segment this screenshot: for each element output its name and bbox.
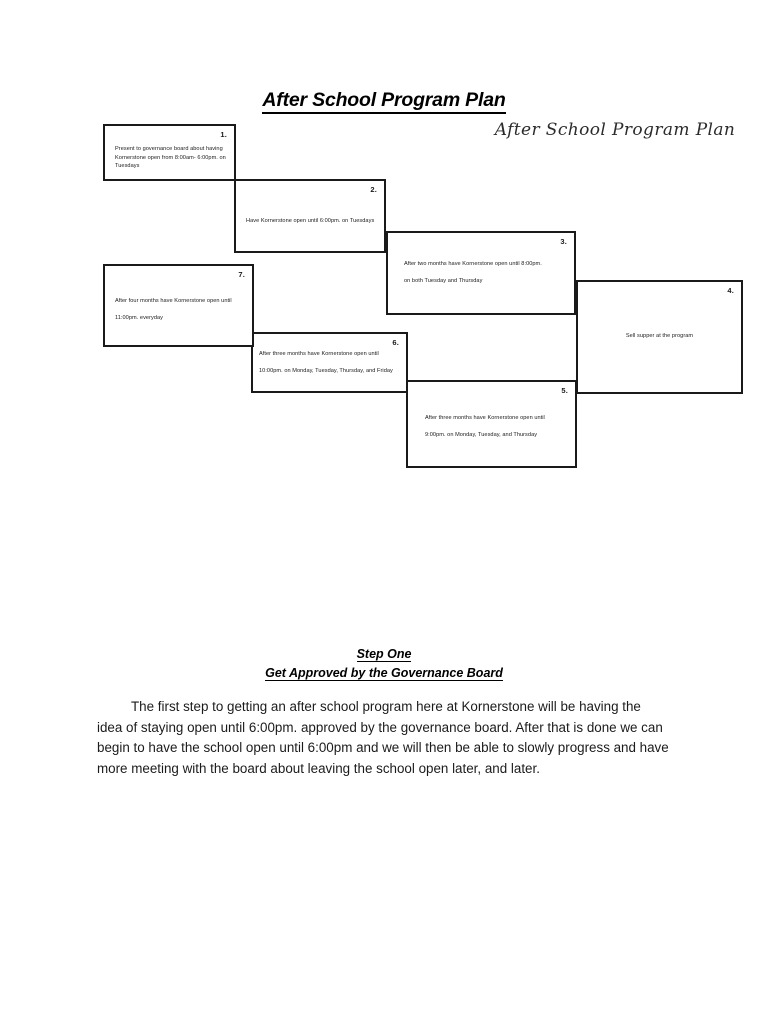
step-box-5-line-2: 9:00pm. on Monday, Tuesday, and Thursday xyxy=(425,432,538,438)
step-box-7-line-2: 11:00pm. everyday xyxy=(115,315,164,321)
section-heading-governance: Get Approved by the Governance Board xyxy=(0,664,768,683)
program-plan-diagram: 1. Present to governance board about hav… xyxy=(103,124,743,468)
step-box-4-number: 4. xyxy=(727,286,734,295)
step-box-2: 2. Have Kornerstone open until 6:00pm. o… xyxy=(234,179,386,253)
step-box-4-text: Sell supper at the program xyxy=(625,333,694,339)
decorative-script-title: After School Program Plan xyxy=(494,120,736,140)
step-box-2-text: Have Kornerstone open until 6:00pm. on T… xyxy=(246,218,375,224)
step-box-6-line-2: 10:00pm. on Monday, Tuesday, Thursday, a… xyxy=(259,368,393,374)
step-box-7: 7. After four months have Kornerstone op… xyxy=(103,264,254,347)
section-heading-step-one: Step One xyxy=(0,645,768,664)
step-box-6-line-1: After three months have Kornerstone open… xyxy=(259,351,379,357)
page-title-text: After School Program Plan xyxy=(262,89,506,114)
step-box-5: 5. After three months have Kornerstone o… xyxy=(406,380,577,468)
body-paragraph: The first step to getting an after schoo… xyxy=(97,699,669,776)
step-box-1-text: Present to governance board about having… xyxy=(115,146,226,170)
step-box-1: 1. Present to governance board about hav… xyxy=(103,124,236,181)
step-box-3-line-2: on both Tuesday and Thursday xyxy=(404,278,483,284)
step-box-6: 6. After three months have Kornerstone o… xyxy=(251,332,408,393)
step-box-3-number: 3. xyxy=(560,237,567,246)
step-box-4: 4. Sell supper at the program xyxy=(576,280,743,394)
step-box-5-number: 5. xyxy=(561,386,568,395)
step-box-7-line-1: After four months have Kornerstone open … xyxy=(115,298,232,304)
step-box-1-number: 1. xyxy=(220,130,227,139)
step-box-5-line-1: After three months have Kornerstone open… xyxy=(425,415,545,421)
step-box-3: 3. After two months have Kornerstone ope… xyxy=(386,231,576,315)
step-box-3-line-1: After two months have Kornerstone open u… xyxy=(404,261,542,267)
page-title: After School Program Plan xyxy=(0,89,768,114)
step-box-2-number: 2. xyxy=(370,185,377,194)
section-heading-governance-text: Get Approved by the Governance Board xyxy=(265,666,503,681)
step-box-7-number: 7. xyxy=(238,270,245,279)
step-box-6-number: 6. xyxy=(392,338,399,347)
section-heading-step-one-text: Step One xyxy=(356,647,412,662)
